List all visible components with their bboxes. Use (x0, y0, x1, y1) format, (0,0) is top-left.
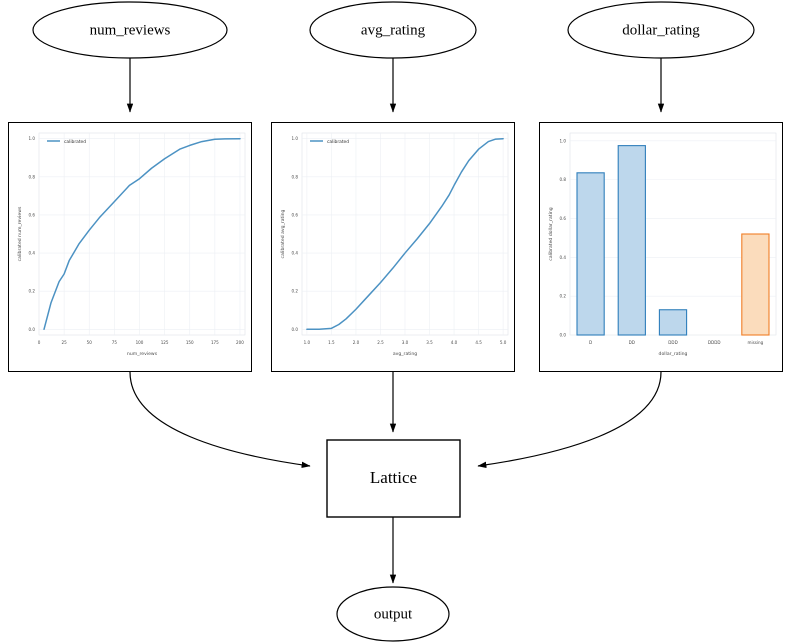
plot-panel-num-reviews: 0.0 0.2 0.4 0.6 0.8 1.0 0 25 50 75 100 125 150 175 200… (8, 122, 252, 372)
svg-text:calibrated num_reviews: calibrated num_reviews (17, 206, 23, 261)
svg-text:50: 50 (87, 340, 93, 345)
svg-text:0.0: 0.0 (559, 333, 566, 338)
svg-text:DD: DD (629, 340, 635, 345)
svg-text:1.0: 1.0 (559, 138, 566, 143)
svg-text:calibrated dollar_rating: calibrated dollar_rating (548, 207, 554, 260)
node-dollar-rating-label: dollar_rating (622, 22, 700, 38)
node-lattice-label: Lattice (370, 468, 417, 487)
node-output[interactable] (336, 586, 450, 642)
svg-text:0.8: 0.8 (28, 174, 35, 179)
svg-text:calibrated: calibrated (327, 139, 349, 145)
svg-text:1.0: 1.0 (291, 136, 298, 141)
svg-text:1.5: 1.5 (328, 340, 335, 345)
svg-text:25: 25 (62, 340, 68, 345)
svg-text:175: 175 (211, 340, 219, 345)
svg-text:0.0: 0.0 (28, 327, 35, 332)
plot-panel-avg-rating: 0.0 0.2 0.4 0.6 0.8 1.0 1.0 1.5 2.0 2.5 3.0 3.5 4.0 4… (271, 122, 515, 372)
node-lattice[interactable] (326, 439, 461, 518)
svg-text:0.8: 0.8 (291, 174, 298, 179)
svg-text:0.6: 0.6 (291, 212, 298, 217)
svg-text:0: 0 (38, 340, 41, 345)
svg-text:0.2: 0.2 (291, 289, 298, 294)
svg-text:3.0: 3.0 (402, 340, 409, 345)
svg-text:0.2: 0.2 (28, 289, 35, 294)
svg-text:missing: missing (748, 340, 764, 345)
svg-text:4.0: 4.0 (451, 340, 458, 345)
svg-text:2.0: 2.0 (353, 340, 360, 345)
svg-text:2.5: 2.5 (377, 340, 384, 345)
svg-text:200: 200 (236, 340, 244, 345)
node-num-reviews-label: num_reviews (90, 22, 171, 38)
svg-text:4.5: 4.5 (475, 340, 482, 345)
svg-text:3.5: 3.5 (426, 340, 433, 345)
svg-text:calibrated avg_rating: calibrated avg_rating (280, 209, 286, 258)
edge-plot1-to-lattice (129, 371, 311, 469)
svg-text:150: 150 (186, 340, 194, 345)
svg-text:1.0: 1.0 (28, 136, 35, 141)
svg-text:5.0: 5.0 (500, 340, 507, 345)
svg-text:75: 75 (112, 340, 118, 345)
svg-text:0.8: 0.8 (559, 177, 566, 182)
svg-text:DDD: DDD (668, 340, 677, 345)
svg-text:dollar_rating: dollar_rating (659, 351, 688, 357)
edge-plot3-to-lattice (477, 371, 662, 468)
svg-text:100: 100 (136, 340, 144, 345)
svg-text:0.6: 0.6 (28, 212, 35, 217)
svg-text:0.4: 0.4 (559, 255, 566, 260)
svg-text:D: D (589, 340, 592, 345)
svg-text:0.4: 0.4 (291, 251, 298, 256)
svg-text:0.4: 0.4 (28, 251, 35, 256)
svg-text:125: 125 (161, 340, 169, 345)
svg-text:1.0: 1.0 (304, 340, 311, 345)
chart-num-reviews: 0.0 0.2 0.4 0.6 0.8 1.0 0 25 50 75 100 125 150 175 200… (17, 132, 246, 357)
node-output-label: output (374, 606, 413, 622)
svg-text:num_reviews: num_reviews (127, 351, 158, 357)
node-avg-rating-label: avg_rating (361, 22, 426, 38)
svg-text:avg_rating: avg_rating (393, 351, 417, 357)
svg-text:calibrated: calibrated (64, 139, 86, 145)
chart-avg-rating: 0.0 0.2 0.4 0.6 0.8 1.0 1.0 1.5 2.0 2.5 3.0 3.5 4.0 4… (280, 132, 509, 357)
svg-text:0.2: 0.2 (559, 294, 566, 299)
svg-text:DDDD: DDDD (708, 340, 721, 345)
svg-text:0.6: 0.6 (559, 216, 566, 221)
svg-text:0.0: 0.0 (291, 327, 298, 332)
